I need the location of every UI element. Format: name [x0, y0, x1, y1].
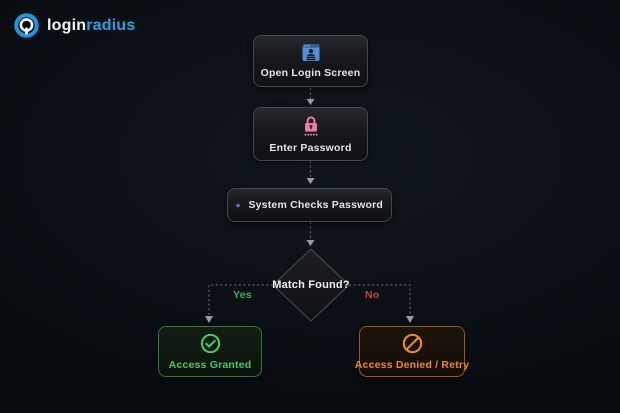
loginradius-logo: loginradius	[13, 12, 135, 39]
flow-node-match-found: Match Found?	[272, 279, 350, 291]
node-label: System Checks Password	[248, 199, 383, 211]
node-label: Open Login Screen	[260, 67, 361, 79]
arrow-down-icon	[306, 99, 315, 105]
node-label: Access Denied / Retry	[354, 359, 470, 371]
logo-wordmark: loginradius	[47, 16, 136, 34]
node-label: Enter Password	[269, 142, 352, 154]
password-lock-icon	[303, 116, 318, 136]
no-entry-icon	[402, 333, 422, 354]
logo-word-radius: radius	[86, 16, 136, 34]
arrow-down-icon	[406, 316, 414, 323]
loginradius-ring-icon	[14, 13, 39, 38]
monitor-shield-icon	[236, 202, 240, 207]
branch-label-yes: Yes	[233, 289, 253, 301]
branch-label-no: No	[365, 289, 380, 301]
flow-node-access-granted: Access Granted	[158, 326, 262, 377]
login-window-icon	[302, 44, 319, 61]
node-label: Access Granted	[168, 359, 252, 371]
flow-node-access-denied: Access Denied / Retry	[355, 326, 469, 377]
arrow-down-icon	[306, 178, 315, 184]
logo-word-login: login	[47, 16, 87, 34]
arrow-down-icon	[205, 316, 213, 323]
check-circle-icon	[200, 333, 220, 354]
flow-node-open-login-screen: Open Login Screen	[253, 35, 368, 87]
flow-node-system-checks-password: System Checks Password	[227, 188, 392, 222]
arrow-down-icon	[306, 240, 315, 246]
flow-node-enter-password: Enter Password	[253, 107, 368, 161]
